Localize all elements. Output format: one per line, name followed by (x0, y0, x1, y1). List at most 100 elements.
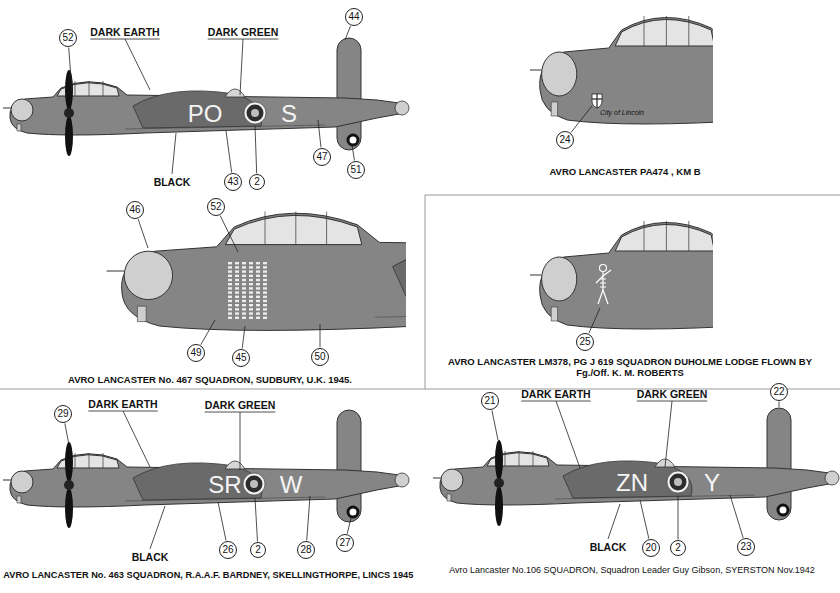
nose-art-text: City of Lincoln (600, 109, 644, 117)
bomb-aimer-panel (17, 496, 21, 503)
caption: AVRO LANCASTER No. 463 SQUADRON, R.A.A.F… (3, 570, 413, 581)
leader-lines (65, 26, 779, 549)
callout-text: 43 (227, 177, 238, 187)
tail-fin (767, 408, 791, 520)
callout-text: 22 (773, 387, 784, 397)
tally-mark (263, 300, 267, 302)
tally-mark (228, 266, 232, 268)
callout-number: 44 (345, 8, 363, 26)
callout-text: 46 (129, 205, 140, 215)
leader-line (125, 39, 150, 90)
callout-number: 20 (642, 539, 660, 557)
canopy (225, 215, 361, 244)
tally-mark (235, 291, 239, 293)
leader-line (123, 411, 150, 467)
callout-text: 52 (210, 202, 221, 212)
callout-number: 26 (219, 541, 237, 559)
leader-line (150, 506, 165, 549)
bomb-aimer-panel (137, 306, 146, 321)
dorsal-turret (225, 461, 245, 469)
nose-turret (11, 99, 33, 121)
tally-mark (256, 300, 260, 302)
bomb-aimer-panel (551, 307, 557, 321)
tally-mark (249, 317, 253, 319)
leader-line (226, 131, 232, 173)
nose-guns (3, 108, 11, 109)
tally-mark (228, 308, 232, 310)
tally-mark (235, 296, 239, 298)
propeller-blade (65, 442, 73, 482)
skeleton-legs (598, 290, 608, 304)
tail-turret (825, 471, 839, 485)
tally-mark (242, 317, 246, 319)
tally-mark (242, 291, 246, 293)
nose-turret (11, 471, 33, 493)
callout-text: 29 (57, 409, 68, 419)
canopy-frame (75, 453, 76, 468)
panel-divider (425, 195, 840, 196)
leader-line (678, 496, 679, 540)
tally-mark (263, 283, 267, 285)
callout-text: 25 (579, 337, 590, 347)
bomb-bay-line (375, 308, 406, 317)
canopy (615, 19, 713, 46)
tally-mark (263, 317, 267, 319)
tally-mark (235, 317, 239, 319)
callout-text: 28 (300, 545, 311, 555)
skeleton-nose-art (596, 265, 611, 305)
tail-wheel (348, 135, 358, 145)
tally-mark (228, 270, 232, 272)
tally-mark (242, 296, 246, 298)
roundel (243, 473, 265, 495)
canopy-frame (533, 451, 534, 466)
tally-mark (228, 262, 232, 264)
leader-line (730, 495, 743, 538)
tally-mark (263, 262, 267, 264)
lancaster-side-view (3, 410, 409, 528)
skeleton-arms (596, 270, 611, 283)
canopy-frame (505, 451, 506, 466)
squadron-code: SR (208, 473, 241, 497)
callout-text: 50 (314, 352, 325, 362)
tally-mark (228, 275, 232, 277)
propeller-blade (495, 440, 503, 480)
tail-turret (395, 473, 409, 487)
canopy-frame (295, 212, 296, 245)
callout-number: 46 (126, 201, 144, 219)
tally-mark (263, 296, 267, 298)
lancaster-side-view (3, 38, 409, 156)
tally-mark (249, 308, 253, 310)
tally-mark (256, 308, 260, 310)
callout-number: 43 (224, 173, 242, 191)
dorsal-turret (225, 89, 245, 97)
tally-mark (228, 283, 232, 285)
callout-text: 20 (645, 543, 656, 553)
engine-nacelle (393, 233, 406, 315)
tally-mark (263, 279, 267, 281)
camouflage-label: BLACK (132, 551, 169, 563)
tally-mark (249, 266, 253, 268)
lancaster-view (3, 410, 409, 528)
tally-mark (249, 287, 253, 289)
lancaster-side-view (107, 212, 406, 331)
roundel-blue (247, 105, 264, 122)
leader-line (65, 423, 69, 445)
canopy-frame (103, 453, 104, 468)
bomb-aimer-panel (447, 494, 451, 501)
tally-mark (249, 279, 253, 281)
callout-number: 2 (670, 540, 686, 556)
callout-text: 51 (350, 165, 361, 175)
leader-line (255, 498, 258, 542)
tail-wheel (778, 505, 788, 515)
skeleton-head (600, 265, 607, 272)
fuselage (540, 222, 713, 329)
propeller-blade (495, 486, 503, 526)
tally-mark (256, 304, 260, 306)
nose-guns (107, 271, 125, 272)
nose-turret (542, 52, 577, 96)
tail-wheel (348, 507, 358, 517)
leader-line (201, 320, 215, 345)
aircraft-letter: S (281, 102, 297, 126)
tally-mark (228, 300, 232, 302)
